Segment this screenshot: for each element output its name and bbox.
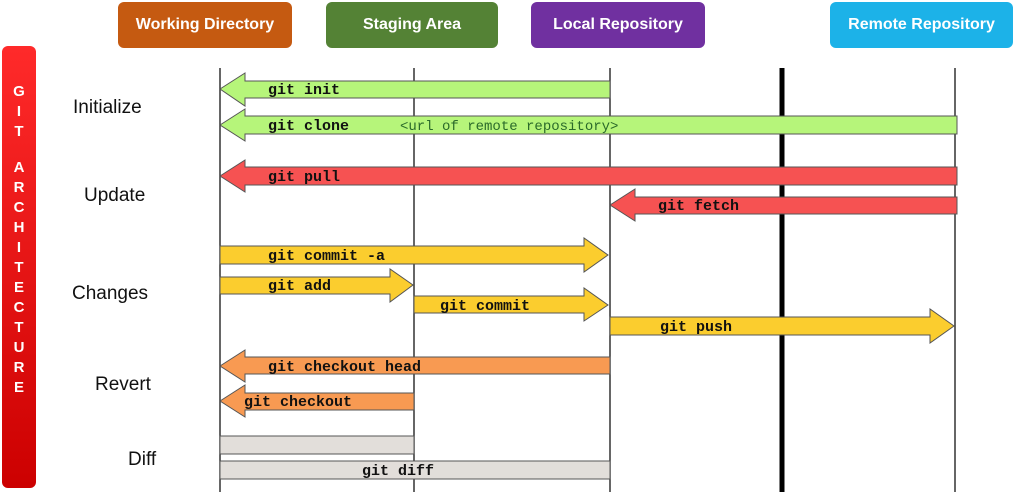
git-pull-label: git pull bbox=[268, 169, 340, 186]
side-title-letter: T bbox=[14, 319, 24, 336]
git-init-label: git init bbox=[268, 82, 340, 99]
side-title-letter: I bbox=[16, 103, 22, 120]
git-fetch-arrow bbox=[609, 188, 958, 222]
git-commit-arrow bbox=[413, 287, 609, 322]
git-clone-arrow bbox=[219, 108, 958, 142]
row-label-changes: Changes bbox=[72, 283, 148, 304]
side-title-letter: I bbox=[16, 239, 22, 256]
header-staging-area: Staging Area bbox=[326, 2, 498, 48]
side-title-letter: R bbox=[13, 359, 25, 376]
git-clone-argument: <url of remote repository> bbox=[400, 119, 618, 135]
git-add-label: git add bbox=[268, 278, 331, 295]
git-init-arrow bbox=[219, 72, 611, 107]
side-title-letter: U bbox=[13, 339, 25, 356]
git-commit-a-arrow bbox=[219, 237, 609, 273]
row-label-diff: Diff bbox=[128, 449, 157, 470]
git-checkout-head-label: git checkout head bbox=[268, 359, 421, 376]
git-add-arrow bbox=[219, 268, 414, 303]
header-remote-repository: Remote Repository bbox=[830, 2, 1013, 48]
git-checkout-arrow bbox=[219, 384, 415, 418]
side-title-letter: R bbox=[13, 179, 25, 196]
git-commit-label: git commit bbox=[440, 298, 530, 315]
git-push-label: git push bbox=[660, 319, 732, 336]
side-title-letter: C bbox=[13, 299, 25, 316]
git-architecture-side-title: G I T A R C H I T E C T U R E bbox=[2, 46, 36, 488]
git-diff-bar bbox=[219, 460, 611, 480]
git-fetch-label: git fetch bbox=[658, 198, 739, 215]
row-label-revert: Revert bbox=[95, 374, 152, 395]
git-clone-label: git clone bbox=[268, 118, 349, 135]
side-title-letter: H bbox=[13, 219, 25, 236]
git-push-arrow bbox=[609, 308, 955, 344]
side-title-letter: E bbox=[13, 279, 24, 296]
side-title-letter: T bbox=[14, 123, 24, 140]
side-title-letter: A bbox=[13, 159, 25, 176]
git-diff-label: git diff bbox=[362, 463, 434, 480]
git-checkout-label: git checkout bbox=[244, 394, 352, 411]
side-title-letter: T bbox=[14, 259, 24, 276]
git-pull-arrow bbox=[219, 159, 958, 193]
header-working-directory: Working Directory bbox=[118, 2, 292, 48]
side-title-letter: C bbox=[13, 199, 25, 216]
header-local-repository: Local Repository bbox=[531, 2, 705, 48]
side-title-letter: G bbox=[13, 83, 25, 100]
diff-working-vs-staging-bar bbox=[219, 435, 415, 455]
side-title-letter: E bbox=[13, 379, 24, 396]
row-label-update: Update bbox=[84, 185, 145, 206]
git-commit-a-label: git commit -a bbox=[268, 248, 385, 265]
row-label-initialize: Initialize bbox=[73, 97, 142, 118]
git-checkout-head-arrow bbox=[219, 349, 611, 383]
